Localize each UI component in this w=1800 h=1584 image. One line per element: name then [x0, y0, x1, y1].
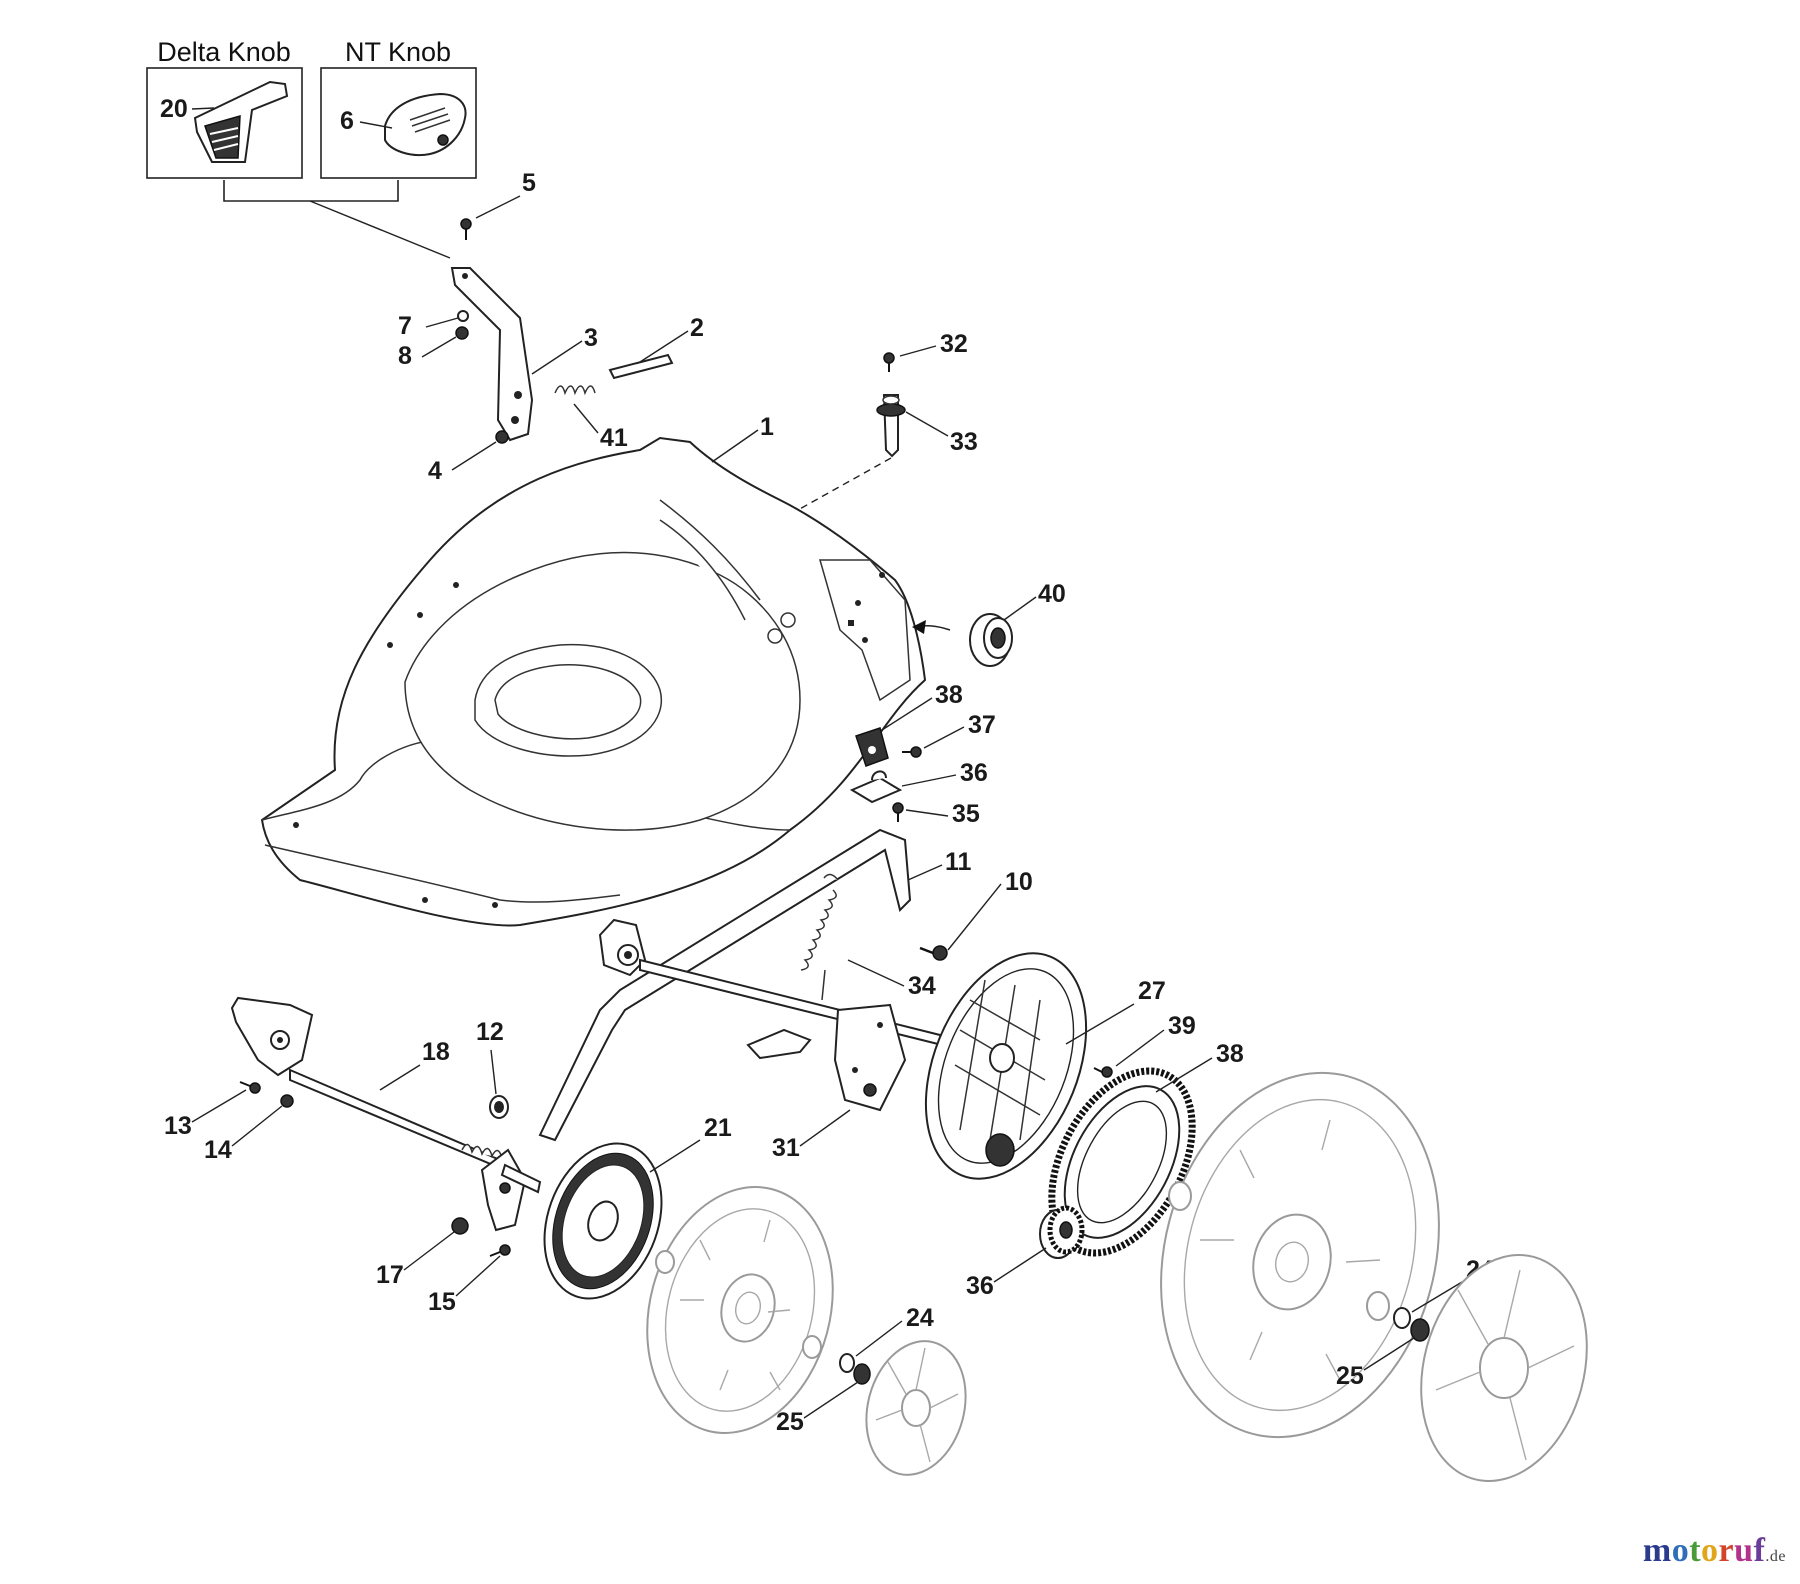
- callout-33: 35: [952, 800, 980, 828]
- callout-25: 25: [776, 1408, 804, 1436]
- callout-25-rear: 25: [1336, 1362, 1364, 1390]
- rear-hubcap: [1420, 1254, 1588, 1482]
- callout-6: 6: [340, 107, 354, 135]
- part-27-gear-cover: [924, 952, 1088, 1180]
- inset-label-delta-knob: Delta Knob: [157, 37, 291, 67]
- callout-17: 17: [376, 1261, 404, 1289]
- rear-washer-nut: [1393, 1307, 1430, 1342]
- height-adjust-rod: [876, 352, 906, 458]
- callout-36: 38: [935, 681, 963, 709]
- callout-13: 13: [164, 1112, 192, 1140]
- front-hubcap: [865, 1340, 967, 1476]
- handle-bracket-group: [450, 218, 674, 444]
- wm-letter-o: o: [1671, 1532, 1690, 1569]
- callout-37: 36: [966, 1272, 994, 1300]
- watermark-logo: motoruf.de: [1643, 1532, 1786, 1570]
- inset-label-nt-knob: NT Knob: [345, 37, 451, 67]
- wm-letter-t: t: [1689, 1532, 1702, 1569]
- wm-letter-f: f: [1753, 1532, 1766, 1569]
- callout-38: 38: [1216, 1040, 1244, 1068]
- wm-letter-r: r: [1718, 1532, 1735, 1569]
- callout-40: 40: [1038, 580, 1066, 608]
- part-21-hub: [543, 1142, 663, 1300]
- callout-35: 37: [968, 711, 996, 739]
- callout-4: 4: [428, 457, 442, 485]
- callout-14: 14: [204, 1136, 232, 1164]
- wm-letter-m: m: [1642, 1532, 1672, 1569]
- callout-7: 7: [398, 312, 412, 340]
- callout-24: 24: [906, 1304, 934, 1332]
- callout-31: 31: [772, 1134, 800, 1162]
- callout-27: 27: [1138, 977, 1166, 1005]
- rear-axle-assembly: [598, 918, 944, 1112]
- height-lever-rod: [538, 828, 948, 1142]
- front-axle-assembly: [230, 996, 542, 1257]
- callout-1: 1: [760, 413, 774, 441]
- callout-39: 39: [1168, 1012, 1196, 1040]
- inset-delta-knob: Delta Knob 20: [146, 37, 303, 179]
- front-washer-nut: [839, 1353, 871, 1385]
- front-wheel: [646, 1186, 834, 1434]
- callout-5: 5: [522, 169, 536, 197]
- wm-letter-o2: o: [1701, 1532, 1719, 1569]
- callout-15: 15: [428, 1288, 456, 1316]
- callout-18: 32: [940, 330, 968, 358]
- part-37-pinion: [1039, 1205, 1085, 1259]
- callout-12: 12: [476, 1018, 504, 1046]
- inset-nt-knob: NT Knob 6: [320, 37, 477, 179]
- callout-11: 11: [945, 848, 972, 876]
- wm-tld: .de: [1765, 1548, 1786, 1565]
- callout-41: 41: [600, 424, 628, 452]
- part-38-ring-gear: [1048, 1067, 1196, 1257]
- callout-16: 18: [422, 1038, 450, 1066]
- callout-19: 33: [950, 428, 978, 456]
- delta-knob-drawing: [193, 80, 289, 163]
- clamp-parts: [849, 727, 922, 822]
- callout-10: 10: [1005, 868, 1033, 896]
- callout-32: 34: [908, 972, 936, 1000]
- part-40-nut: [912, 613, 1013, 667]
- callout-2: 2: [690, 314, 704, 342]
- part-39-screw: [1093, 1066, 1113, 1078]
- inset-bracket: [223, 180, 399, 202]
- inset-leader: [309, 200, 451, 259]
- callout-34: 36: [960, 759, 988, 787]
- rear-wheel: [1160, 1071, 1440, 1439]
- nt-knob-drawing: [384, 92, 467, 156]
- callout-8: 8: [398, 342, 412, 370]
- callout-3: 3: [584, 324, 598, 352]
- wm-letter-u: u: [1734, 1532, 1754, 1569]
- callout-21: 21: [704, 1114, 732, 1142]
- mower-deck: [260, 436, 927, 927]
- callout-20: 20: [160, 95, 188, 123]
